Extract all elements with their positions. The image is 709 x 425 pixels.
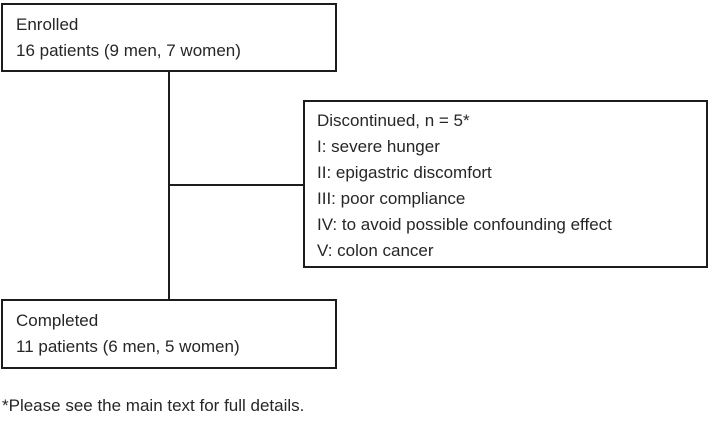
enrolled-box-title: Enrolled [16, 15, 79, 34]
discontinued-box: Discontinued, n = 5* I: severe hunger II… [303, 100, 708, 268]
completed-box-title: Completed [16, 311, 99, 330]
discontinued-reason-1: I: severe hunger [317, 137, 440, 156]
enrolled-box: Enrolled 16 patients (9 men, 7 women) [1, 3, 337, 72]
connector-horizontal-line [170, 184, 303, 186]
discontinued-reason-2: II: epigastric discomfort [317, 163, 492, 182]
discontinued-box-title: Discontinued, n = 5* [317, 111, 470, 130]
completed-box-detail: 11 patients (6 men, 5 women) [16, 337, 240, 356]
connector-vertical-line [168, 72, 170, 300]
discontinued-reason-4: IV: to avoid possible confounding effect [317, 215, 612, 234]
enrolled-box-detail: 16 patients (9 men, 7 women) [16, 41, 241, 60]
completed-box: Completed 11 patients (6 men, 5 women) [1, 299, 337, 369]
discontinued-reason-5: V: colon cancer [317, 241, 434, 260]
discontinued-reason-3: III: poor compliance [317, 189, 466, 208]
footnote: *Please see the main text for full detai… [2, 396, 305, 415]
